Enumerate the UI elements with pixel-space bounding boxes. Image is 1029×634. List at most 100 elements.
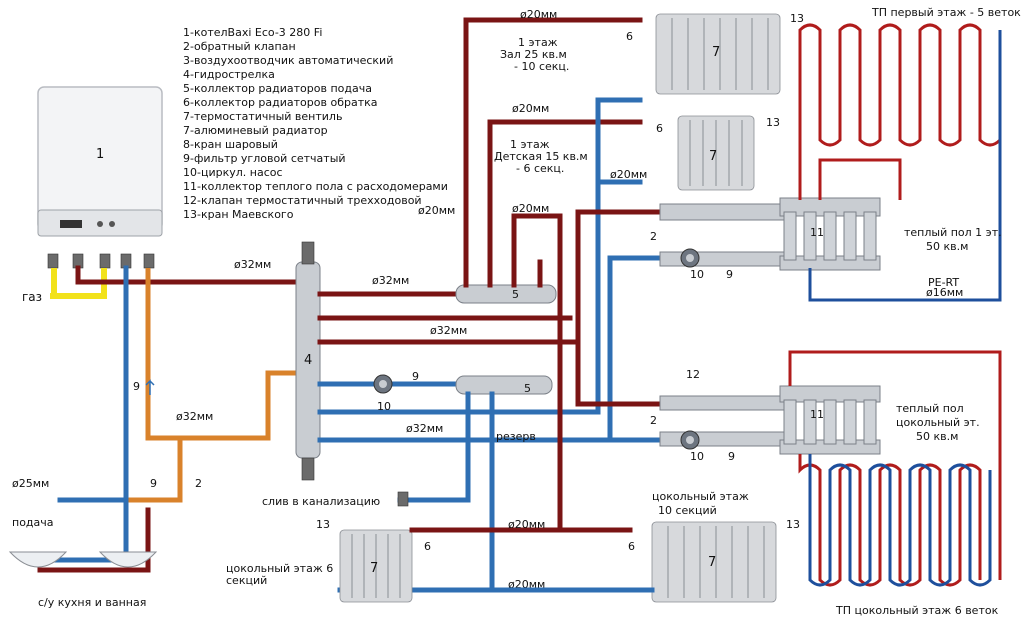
- radiator-number-hall: 7: [712, 45, 720, 60]
- valve-number-basement-right: 6: [628, 540, 635, 553]
- valve-number-hall: 6: [626, 30, 633, 43]
- legend-item-12: 11-коллектор теплого пола с расходомерам…: [183, 180, 448, 193]
- tp-base-title: ТП цокольный этаж 6 веток: [835, 604, 999, 617]
- manifold-number-basement: 11: [810, 408, 824, 421]
- pump-number-basement: 10: [690, 450, 704, 463]
- pump-number-left: 10: [377, 400, 391, 413]
- legend-item-4: 4-гидрострелка: [183, 68, 275, 81]
- legend-item-10: 9-фильтр угловой сетчатый: [183, 152, 346, 165]
- tp-base-area-line1: теплый пол: [896, 402, 964, 415]
- cold-water-pipe: [57, 265, 129, 503]
- filter-number-basement: 9: [728, 450, 735, 463]
- pipe-size-separator-bottom: ø32мм: [406, 422, 443, 435]
- pipe-size-separator-mid: ø32мм: [430, 324, 467, 337]
- pipe-size-upper: ø20мм: [512, 102, 549, 115]
- pert-size: ø16мм: [926, 286, 963, 299]
- kitchen-bathroom-label: с/у кухня и ванная: [38, 596, 146, 609]
- legend-item-3: 3-воздухоотводчик автоматический: [183, 54, 393, 67]
- sewer-drain-label: слив в канализацию: [262, 495, 380, 508]
- check-valve-number: 2: [195, 477, 202, 490]
- reserve-label: резерв: [496, 430, 536, 443]
- pipe-size-basement-top: ø20мм: [508, 518, 545, 531]
- radiator-number-kids: 7: [709, 149, 717, 164]
- legend-item-1: 1-котелBaxi Eco-3 280 Fi: [183, 26, 322, 39]
- legend-item-13: 12-клапан термостатичный трехходовой: [183, 194, 422, 207]
- check-valve-number-basement: 2: [650, 414, 657, 427]
- boiler-valves: [47, 253, 155, 269]
- check-valve-number-floor1: 2: [650, 230, 657, 243]
- tp-floor1-area-line2: 50 кв.м: [926, 240, 968, 253]
- boiler-supply-pipe: [75, 265, 301, 285]
- kids-label-line1: 1 этаж: [510, 138, 550, 151]
- legend-item-6: 6-коллектор радиаторов обратка: [183, 96, 378, 109]
- pipe-size-left-riser: ø20мм: [418, 204, 455, 217]
- manifold-number-floor1: 11: [810, 226, 824, 239]
- radiator-supply-manifold-icon: 5: [455, 284, 557, 304]
- mayevsky-number-basement-left: 13: [316, 518, 330, 531]
- mayevsky-number-kids: 13: [766, 116, 780, 129]
- separator-number: 4: [304, 353, 312, 368]
- boiler-return-pipe: [145, 268, 298, 441]
- pipe-size-manifold: ø20мм: [512, 202, 549, 215]
- legend-item-8: 7-алюминевый радиатор: [183, 124, 328, 137]
- pump-icon-left: [373, 374, 393, 394]
- sink-icon-left: [8, 551, 68, 568]
- legend-item-5: 5-коллектор радиаторов подача: [183, 82, 372, 95]
- basement-right-label-line1: цокольный этаж: [652, 490, 749, 503]
- tp-floor1-area-line1: теплый пол 1 эт.: [904, 226, 1002, 239]
- supply-label: подача: [12, 516, 54, 529]
- gas-label: газ: [22, 290, 42, 304]
- hall-label-line1: 1 этаж: [518, 36, 558, 49]
- supply-manifold-number: 5: [512, 288, 519, 301]
- legend-item-14: 13-кран Маевского: [183, 208, 294, 221]
- hall-label-line3: - 10 секц.: [514, 60, 569, 73]
- return-manifold-number: 5: [524, 382, 531, 395]
- pipe-size-return: ø20мм: [610, 168, 647, 181]
- pipe-size-d25: ø25мм: [12, 477, 49, 490]
- mayevsky-number-hall: 13: [790, 12, 804, 25]
- underfloor-manifold-icon-basement: 11: [659, 385, 881, 455]
- pipe-size-separator-top: ø32мм: [372, 274, 409, 287]
- thermo-valve-number: 12: [686, 368, 700, 381]
- pump-number-floor1: 10: [690, 268, 704, 281]
- basement-left-label-line1: цокольный этаж 6: [226, 562, 333, 575]
- filter-number-mid: 9: [412, 370, 419, 383]
- boiler-icon: 1: [37, 86, 163, 237]
- underfloor-loops-floor1: [798, 23, 1002, 302]
- basement-left-label-line2: секций: [226, 574, 267, 587]
- radiator-return-manifold-icon: 5: [455, 375, 553, 395]
- radiator-number-basement-right: 7: [708, 555, 716, 570]
- pipe-size-top: ø20мм: [520, 8, 557, 21]
- radiator-icon-basement-right: 7: [651, 521, 777, 603]
- kids-label-line3: - 6 секц.: [516, 162, 564, 175]
- legend-item-11: 10-циркул. насос: [183, 166, 283, 179]
- underfloor-manifold-icon-floor1: 11: [659, 197, 881, 271]
- tp-base-area-line3: 50 кв.м: [916, 430, 958, 443]
- hall-label-line2: Зал 25 кв.м: [500, 48, 567, 61]
- radiator-icon-basement-left: 7: [339, 529, 413, 603]
- underfloor-loops-basement: [788, 350, 1002, 587]
- pipe-size-boiler-return: ø32мм: [176, 410, 213, 423]
- legend-item-7: 7-термостатичный вентиль: [183, 110, 342, 123]
- filter-number-left: 9: [133, 380, 140, 393]
- basement-right-label-line2: 10 секций: [658, 504, 717, 517]
- pump-icon-basement: [680, 430, 700, 450]
- radiator-icon-hall: 7: [655, 13, 781, 95]
- radiator-number-basement-left: 7: [370, 561, 378, 576]
- legend-item-2: 2-обратный клапан: [183, 40, 296, 53]
- pert-label: PE-RT: [928, 276, 959, 289]
- valve-number-basement-left: 6: [424, 540, 431, 553]
- pipe-size-boiler-supply: ø32мм: [234, 258, 271, 271]
- legend-item-9: 8-кран шаровый: [183, 138, 278, 151]
- hot-water-kitchen-pipe: [37, 507, 151, 573]
- mayevsky-number-basement-right: 13: [786, 518, 800, 531]
- pump-icon-floor1: [680, 248, 700, 268]
- filter-number-bottom: 9: [150, 477, 157, 490]
- filter-number-floor1: 9: [726, 268, 733, 281]
- sink-icon-right: [98, 551, 158, 568]
- tp-floor1-title: ТП первый этаж - 5 веток: [871, 6, 1021, 19]
- tp-base-area-line2: цокольный эт.: [896, 416, 980, 429]
- boiler-number: 1: [96, 147, 104, 162]
- valve-number-kids: 6: [656, 122, 663, 135]
